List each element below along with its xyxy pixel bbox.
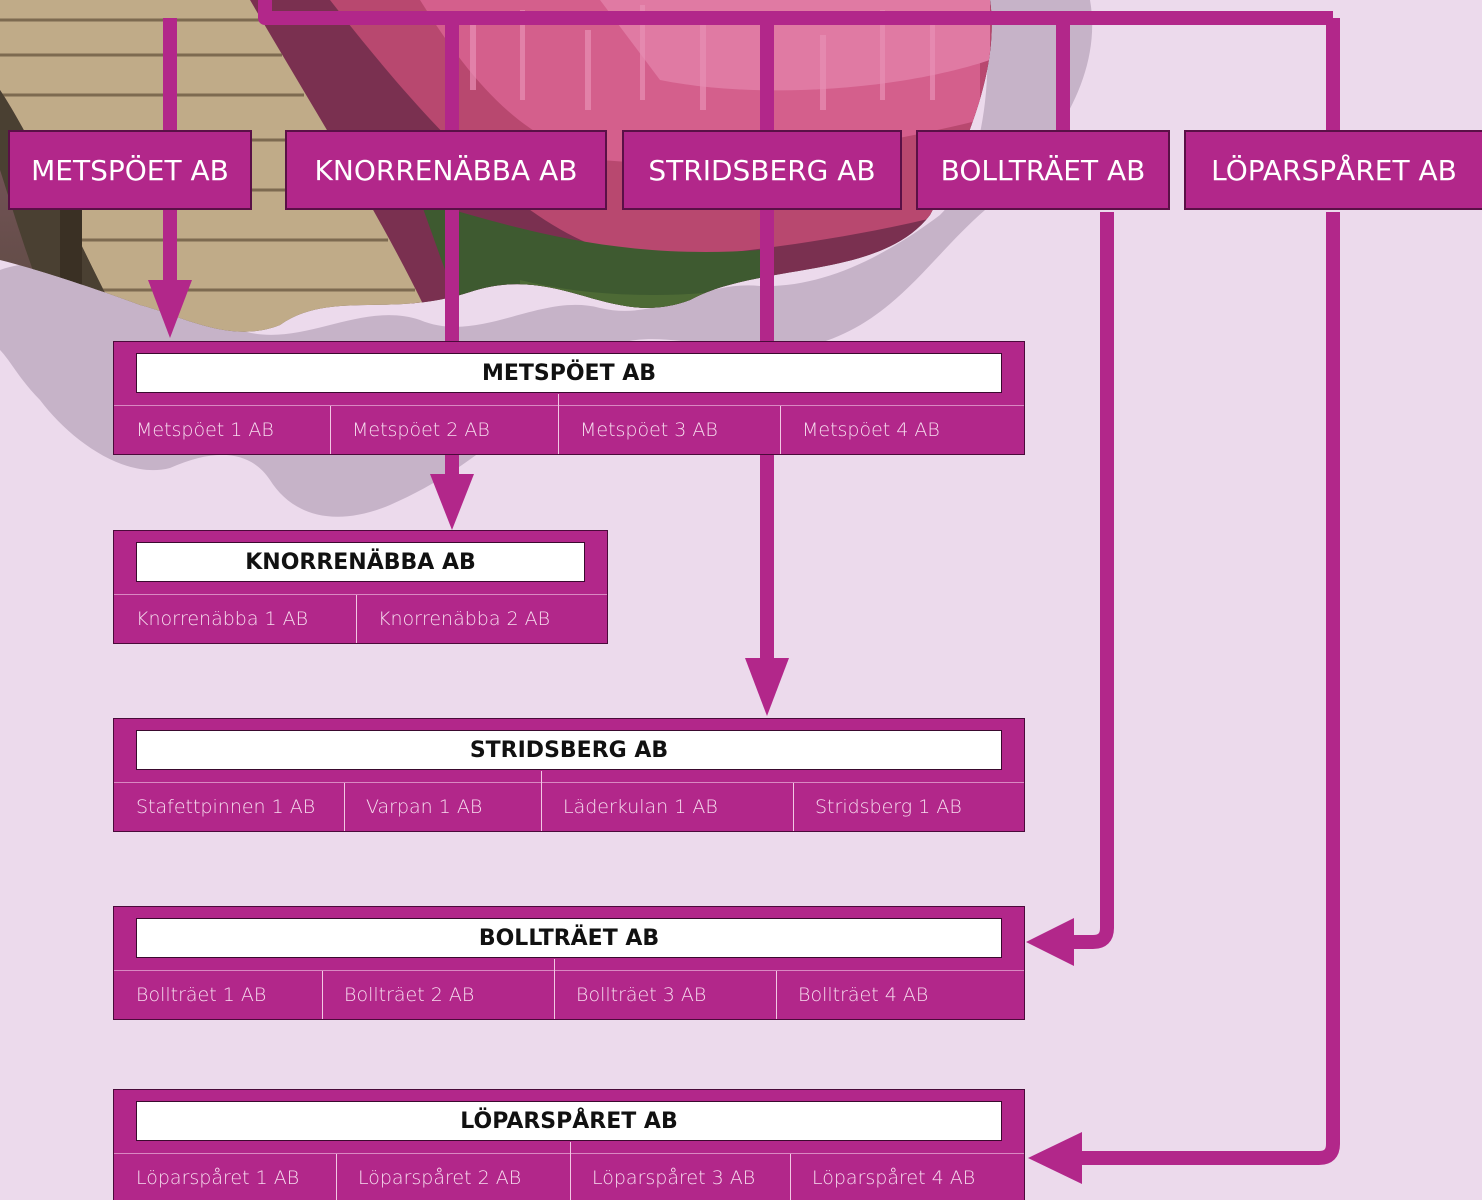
top-box-knorrenabba-ab: KNORRENÄBBA AB xyxy=(285,130,607,210)
subsidiary-laderkulan-1-ab: Läderkulan 1 AB xyxy=(563,796,718,818)
subsidiary-row: Metspöet 1 AB Metspöet 2 AB Metspöet 3 AB M… xyxy=(114,394,1024,454)
subsidiary-bolltraet-4-ab: Bollträet 4 AB xyxy=(798,984,929,1006)
subsidiary-divider xyxy=(554,959,555,1019)
arrow-head-loparsparet xyxy=(1028,1132,1082,1184)
subsidiary-loparsparet-2-ab: Löparspåret 2 AB xyxy=(358,1167,522,1189)
subsidiary-divider xyxy=(780,406,781,454)
subsidiary-row: Löparspåret 1 AB Löparspåret 2 AB Löparspå… xyxy=(114,1142,1024,1200)
subsidiary-divider xyxy=(558,394,559,454)
subsidiary-divider xyxy=(776,971,777,1019)
company-box-bolltraet-ab: BOLLTRÄET AB Bollträet 1 AB Bollträet 2 AB… xyxy=(113,906,1025,1020)
arrow-head-stridsberg xyxy=(745,658,789,716)
subsidiary-divider xyxy=(330,406,331,454)
arrow-head-metspoet xyxy=(148,280,192,338)
subsidiary-row: Stafettpinnen 1 AB Varpan 1 AB Läderkulan … xyxy=(114,771,1024,831)
subsidiary-divider xyxy=(793,783,794,831)
top-box-stridsberg-ab: STRIDSBERG AB xyxy=(622,130,902,210)
subsidiary-divider xyxy=(356,595,357,643)
subsidiary-stridsberg-1-ab: Stridsberg 1 AB xyxy=(815,796,962,818)
company-title: LÖPARSPÅRET AB xyxy=(136,1101,1002,1141)
subsidiary-knorrenabba-1-ab: Knorrenäbba 1 AB xyxy=(136,608,309,630)
top-box-loparsparet-ab: LÖPARSPÅRET AB xyxy=(1184,130,1482,210)
company-title: KNORRENÄBBA AB xyxy=(136,542,585,582)
top-box-bolltraet-ab: BOLLTRÄET AB xyxy=(916,130,1170,210)
arrow-line-bolltraet xyxy=(1072,212,1114,949)
subsidiary-loparsparet-1-ab: Löparspåret 1 AB xyxy=(136,1167,300,1189)
subsidiary-varpan-1-ab: Varpan 1 AB xyxy=(366,796,483,818)
subsidiary-divider xyxy=(790,1154,791,1200)
subsidiary-divider xyxy=(570,1142,571,1200)
subsidiary-metspoet-1-ab: Metspöet 1 AB xyxy=(136,419,274,441)
subsidiary-row: Bollträet 1 AB Bollträet 2 AB Bollträet 3 … xyxy=(114,959,1024,1019)
subsidiary-bolltraet-2-ab: Bollträet 2 AB xyxy=(344,984,475,1006)
subsidiary-divider xyxy=(344,783,345,831)
subsidiary-divider xyxy=(336,1154,337,1200)
subsidiary-bolltraet-3-ab: Bollträet 3 AB xyxy=(576,984,707,1006)
company-title: STRIDSBERG AB xyxy=(136,730,1002,770)
company-title: METSPÖET AB xyxy=(136,353,1002,393)
subsidiary-divider xyxy=(541,771,542,831)
bus-line xyxy=(258,0,1333,25)
arrow-head-knorrenabba xyxy=(430,474,474,530)
subsidiary-knorrenabba-2-ab: Knorrenäbba 2 AB xyxy=(378,608,551,630)
company-title: BOLLTRÄET AB xyxy=(136,918,1002,958)
subsidiary-bolltraet-1-ab: Bollträet 1 AB xyxy=(136,984,267,1006)
top-box-metspoet-ab: METSPÖET AB xyxy=(8,130,252,210)
arrow-line-loparsparet xyxy=(1080,212,1340,1165)
subsidiary-row: Knorrenäbba 1 AB Knorrenäbba 2 AB xyxy=(114,594,607,643)
subsidiary-stafettpinnen-1-ab: Stafettpinnen 1 AB xyxy=(136,796,316,818)
arrow-head-bolltraet xyxy=(1026,918,1074,966)
company-box-stridsberg-ab: STRIDSBERG AB Stafettpinnen 1 AB Varpan 1 … xyxy=(113,718,1025,832)
subsidiary-metspoet-4-ab: Metspöet 4 AB xyxy=(802,419,940,441)
subsidiary-divider xyxy=(322,971,323,1019)
subsidiary-loparsparet-3-ab: Löparspåret 3 AB xyxy=(592,1167,756,1189)
subsidiary-loparsparet-4-ab: Löparspåret 4 AB xyxy=(812,1167,976,1189)
subsidiary-metspoet-3-ab: Metspöet 3 AB xyxy=(580,419,718,441)
subsidiary-metspoet-2-ab: Metspöet 2 AB xyxy=(352,419,490,441)
